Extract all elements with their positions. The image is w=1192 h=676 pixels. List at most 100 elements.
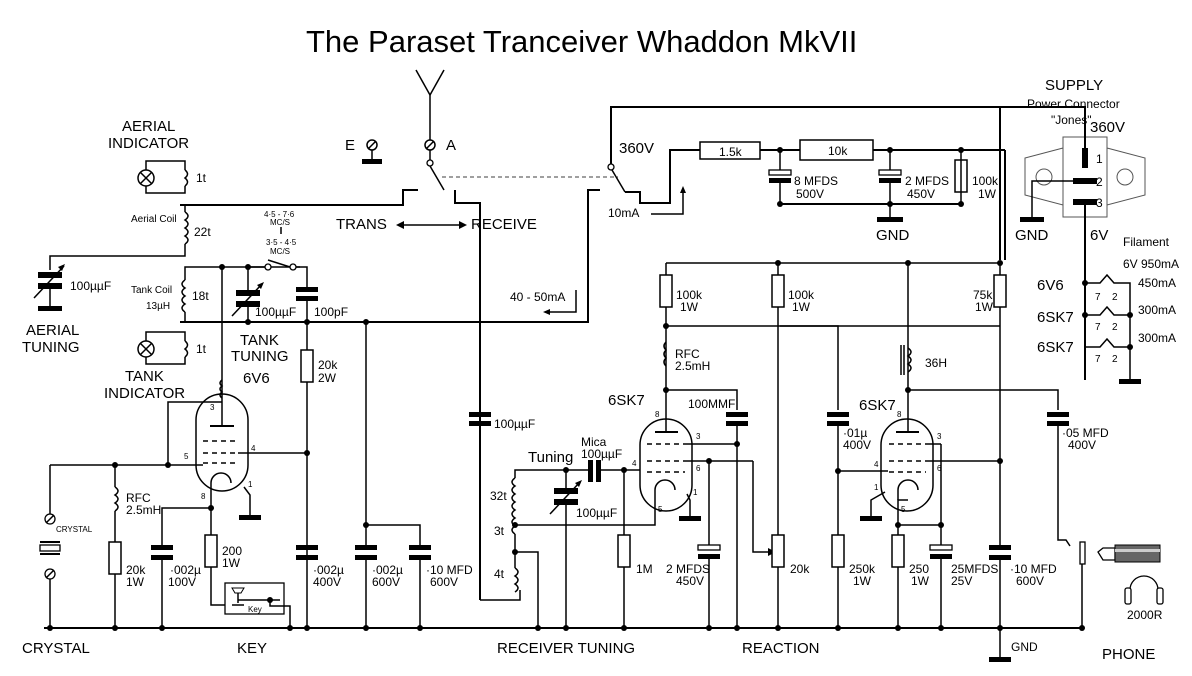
cathode-capacitor-value: ·002µ [170, 563, 201, 577]
tank-indicator-lamp-icon [137, 331, 189, 365]
resistor-1-5k-label: 1.5k [719, 145, 743, 159]
tank-tuning-cap-label: 100µµF [255, 305, 296, 319]
phone-section-label: PHONE [1102, 646, 1155, 663]
coupling-cap-value: ·01µ [843, 426, 867, 440]
tx-current-label: 40 - 50mA [510, 290, 565, 304]
detector-rfc-label: RFC [675, 347, 700, 361]
tube-pin: 5 [658, 505, 663, 514]
cathode-resistor-250 [891, 534, 905, 568]
tube-pin: 4 [632, 459, 637, 468]
aerial-coil-icon [49, 204, 305, 270]
capacitor-2mfds-label: 2 MFDS [905, 174, 949, 188]
band-cap-label: 100pF [314, 305, 348, 319]
ground-junctions [47, 625, 1003, 631]
receiver-coil-icon [511, 469, 656, 628]
mica-capacitor [566, 460, 640, 482]
phone-jack-icon[interactable] [1079, 541, 1161, 631]
connector-pin-1: 1 [1096, 152, 1103, 166]
band-switch-low: 3·5 - 4·5 [266, 238, 297, 247]
receiver-tuning-section-label: RECEIVER TUNING [497, 640, 635, 657]
grid-resistor-20k [108, 541, 122, 575]
tube-pin: 8 [897, 410, 902, 419]
receiver-coupling-cap-label: 100µµF [494, 417, 535, 431]
receiver-coil-3t: 3t [494, 524, 505, 538]
cathode-capacitor-25mfds-value: 25MFDS [951, 562, 998, 576]
receiver-coil-32t: 32t [490, 489, 507, 503]
earth-label: E [345, 137, 355, 154]
tube-pin: 6 [696, 464, 701, 473]
resistor-10k-label: 10k [828, 144, 848, 158]
tube-pin: 3 [210, 403, 215, 412]
aerial-label: A [446, 137, 456, 154]
filament-6sk7-a [1082, 305, 1133, 318]
plate-resistor-100k [659, 274, 673, 308]
filament-pin: 2 [1112, 292, 1118, 303]
hv-bypass-capacitor-2 [409, 545, 431, 628]
tube-pin: 5 [901, 505, 906, 514]
grid-rfc-icon [113, 465, 119, 542]
cathode-resistor-value: 200 [222, 544, 242, 558]
earth-terminal [362, 139, 382, 164]
filament-current: 300mA [1138, 331, 1176, 345]
bypass-cap-value: ·10 MFD [1010, 562, 1057, 576]
tank-indicator-label: TANK [125, 368, 164, 385]
tank-coil-turns: 18t [192, 289, 209, 303]
grid-resistor-value: 20k [126, 563, 146, 577]
screen-resistor-75k-value: 75k [973, 288, 993, 302]
filament-tube-label: 6SK7 [1037, 339, 1074, 356]
aerial-coil-label: Aerial Coil [131, 214, 177, 225]
crystal-icon [39, 465, 61, 628]
plate-resistor-2-value: 100k [788, 288, 815, 302]
screen-capacitor-voltage: 450V [676, 574, 704, 588]
band-switch-low-unit: MC/S [270, 247, 290, 256]
screen-resistor-20k [300, 349, 314, 383]
jones-connector-icon [1000, 106, 1146, 380]
grid-resistor-250k-value: 250k [849, 562, 876, 576]
aerial-terminal [424, 139, 436, 151]
output-capacitor-05mfd [1047, 412, 1071, 547]
supply-connector-name: "Jones" [1051, 113, 1092, 127]
screen-bypass-voltage: 400V [313, 575, 341, 589]
screen-resistor-power: 2W [318, 371, 337, 385]
tube-pin: 1 [874, 483, 879, 492]
morse-key-icon[interactable] [224, 582, 291, 628]
screen-capacitor-2mfds [697, 544, 721, 628]
grid-resistor-250k-power: 1W [853, 574, 872, 588]
screen-resistor-75k [993, 274, 1007, 308]
receive-label: RECEIVE [471, 216, 537, 233]
supply-title: SUPPLY [1045, 77, 1103, 94]
headphones-impedance: 2000R [1127, 608, 1163, 622]
antenna-icon [415, 69, 445, 140]
hv-bypass-1-value: ·002µ [372, 563, 403, 577]
reaction-pot-label: 20k [790, 562, 810, 576]
band-switch-icon [248, 227, 308, 287]
receiver-coupling-capacitor [469, 412, 491, 426]
rx-current-arrow [651, 186, 686, 215]
filament-title: Filament [1123, 235, 1170, 249]
tube-6sk7-detector-label: 6SK7 [608, 392, 645, 409]
filament-pin: 2 [1112, 354, 1118, 365]
bypass-capacitor-10mfd [989, 545, 1011, 662]
grid-rfc-value: 2.5mH [126, 503, 161, 517]
capacitor-100mmf [726, 412, 748, 628]
tube-pin: 4 [251, 444, 256, 453]
hv-bypass-2-voltage: 600V [430, 575, 458, 589]
supply-ground-label: GND [1015, 227, 1049, 244]
tube-pin: 5 [184, 452, 189, 461]
tank-lamp-turns: 1t [196, 342, 207, 356]
hv-bypass-2-value: ·10 MFD [426, 563, 473, 577]
grid-resistor-power: 1W [126, 575, 145, 589]
tank-tuning-capacitor-icon [231, 267, 264, 322]
trans-label: TRANS [336, 216, 387, 233]
aerial-tuning-cap-label: 100µµF [70, 279, 111, 293]
receiver-coil-4t: 4t [494, 567, 505, 581]
connector-pin-2: 2 [1096, 175, 1103, 189]
screen-resistor-value: 20k [318, 358, 338, 372]
tank-indicator-label-2: INDICATOR [104, 385, 185, 402]
aerial-lamp-turns: 1t [196, 171, 207, 185]
transmit-receive-switch [180, 106, 1001, 600]
tank-coil-inductance: 13µH [146, 301, 170, 312]
aerial-indicator-lamp-icon [137, 160, 189, 194]
reaction-potentiometer[interactable] [771, 534, 785, 568]
filament-6v6 [1082, 273, 1131, 347]
